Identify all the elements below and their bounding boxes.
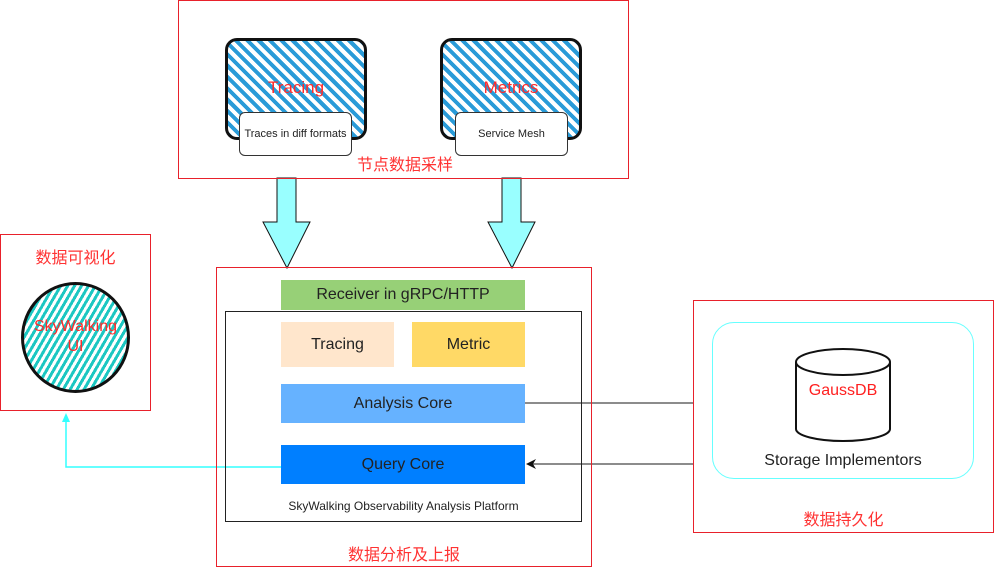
analysis-group — [216, 267, 592, 567]
arrowhead-ui — [62, 413, 70, 422]
service-mesh-box[interactable]: Service Mesh — [455, 112, 568, 156]
analysis-label: 数据分析及上报 — [347, 547, 460, 564]
metrics-collector-title: Metrics — [483, 78, 539, 97]
gaussdb-label: GaussDB — [808, 382, 878, 399]
flow-arrow-tracing — [262, 177, 311, 270]
receiver-bar[interactable]: Receiver in gRPC/HTTP — [281, 280, 525, 310]
visualization-group — [0, 234, 151, 411]
collection-group — [178, 0, 629, 179]
skywalking-ui-node[interactable] — [21, 282, 130, 393]
metric-module[interactable]: Metric — [412, 322, 525, 367]
platform-frame — [225, 311, 582, 522]
connector-query-to-ui — [65, 421, 281, 468]
collection-label: 节点数据采样 — [356, 157, 453, 174]
query-core[interactable]: Query Core — [281, 445, 525, 484]
flow-arrow-metrics — [487, 177, 536, 270]
visualization-label: 数据可视化 — [35, 250, 116, 267]
gaussdb-cylinder-icon[interactable] — [795, 348, 891, 442]
storage-frame — [712, 322, 974, 479]
platform-label: SkyWalking Observability Analysis Platfo… — [288, 499, 519, 513]
storage-label: Storage Implementors — [764, 452, 922, 469]
persistence-label: 数据持久化 — [803, 512, 884, 529]
skywalking-ui-line1: SkyWalking — [34, 318, 117, 335]
arrowhead-query — [526, 459, 536, 469]
skywalking-ui-line2: UI — [67, 338, 84, 355]
tracing-formats-box[interactable]: Traces in diff formats — [239, 112, 352, 156]
tracing-module[interactable]: Tracing — [281, 322, 394, 367]
tracing-collector-title: Tracing — [267, 78, 325, 97]
analysis-core[interactable]: Analysis Core — [281, 384, 525, 423]
